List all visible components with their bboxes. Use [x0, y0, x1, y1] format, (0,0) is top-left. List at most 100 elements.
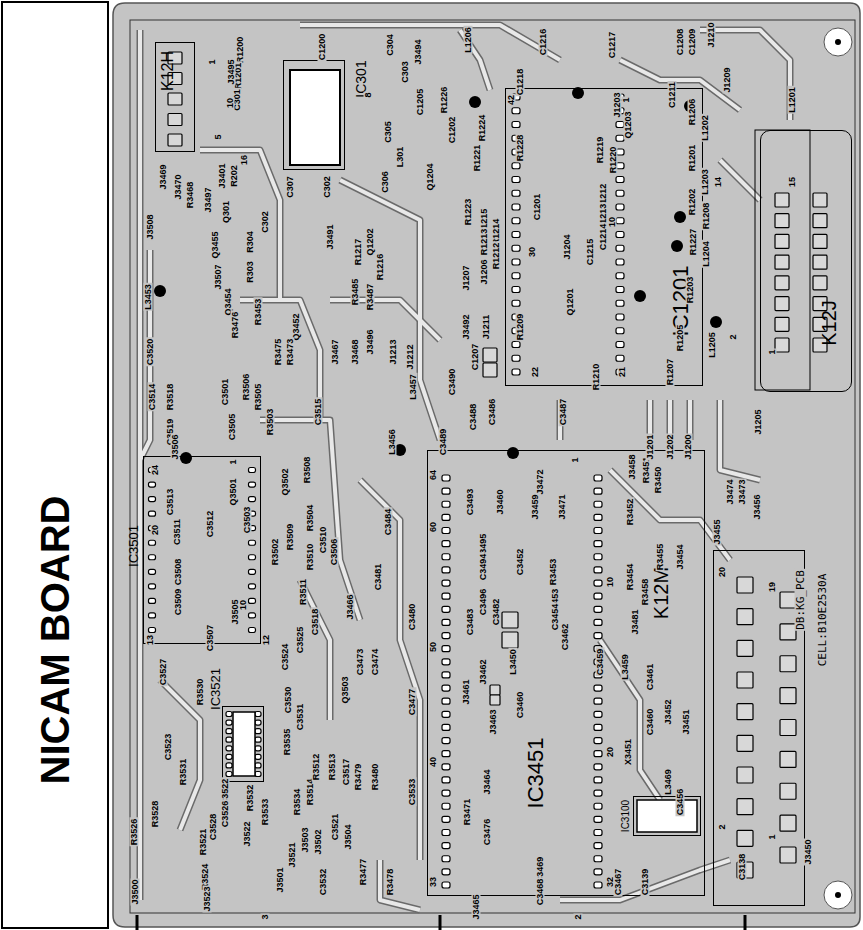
silkscreen-label: 1: [208, 58, 217, 65]
silkscreen-label: J3455: [713, 518, 722, 545]
solder-pad: [442, 685, 450, 691]
ic-body: [233, 712, 255, 776]
solder-pad: [616, 259, 624, 265]
solder-pad: [442, 751, 450, 757]
silkscreen-label: C3515: [314, 398, 323, 427]
silkscreen-label: C3524: [281, 643, 290, 672]
silkscreen-label: C3487: [559, 398, 568, 427]
silkscreen-label: J3504: [344, 823, 353, 850]
silkscreen-label: R3471: [463, 798, 472, 827]
via-dot: [710, 316, 722, 328]
edge-mark: [439, 915, 442, 930]
solder-pad: [442, 790, 450, 796]
silkscreen-label: C3525: [296, 626, 305, 655]
solder-pad: [442, 738, 450, 744]
silkscreen-label: 22: [531, 366, 540, 378]
solder-pad: [149, 482, 156, 487]
silkscreen-label: C3139: [641, 868, 650, 897]
silkscreen-label: R3512: [312, 753, 321, 782]
silkscreen-label: J3473: [738, 478, 747, 505]
silkscreen-label: C3461: [646, 663, 655, 692]
silkscreen-label: C3523: [164, 733, 173, 762]
solder-pad: [168, 114, 182, 126]
solder-pad: [483, 363, 497, 377]
solder-pad: [442, 764, 450, 770]
silkscreen-label: L3456: [388, 428, 397, 456]
silkscreen-label: R3509: [286, 523, 295, 552]
silkscreen-label: C302: [261, 210, 270, 234]
solder-pad: [442, 803, 450, 809]
solder-pad: [594, 554, 602, 560]
silkscreen-label: J3468: [351, 338, 360, 365]
via-dot: [154, 285, 166, 297]
solder-pad: [512, 245, 520, 251]
silkscreen-label: CELL:B10E2530A: [817, 573, 828, 668]
silkscreen-label: J1206: [480, 258, 489, 285]
silkscreen-label: J1203: [613, 91, 622, 118]
silkscreen-label: L3453: [144, 283, 153, 311]
silkscreen-label: R3533: [261, 798, 270, 827]
silkscreen-label: R3531: [179, 758, 188, 787]
trace-outline: [360, 480, 420, 860]
silkscreen-label: 19: [768, 581, 777, 593]
silkscreen-label: R3511: [299, 578, 308, 606]
silkscreen-label: C3477: [408, 688, 417, 717]
copper-trace: [380, 860, 420, 910]
silkscreen-label: R1227: [689, 228, 698, 257]
silkscreen-label: L1203: [701, 168, 710, 196]
solder-pad: [616, 314, 624, 320]
board-title: NICAM BOARD: [35, 496, 75, 785]
solder-pad: [226, 712, 232, 717]
trace-outline: [330, 300, 440, 340]
silkscreen-label: C3513: [166, 488, 175, 517]
silkscreen-label: J3472: [536, 468, 545, 495]
silkscreen-label: 10: [226, 97, 235, 109]
silkscreen-label: R1210: [592, 363, 601, 392]
solder-pad: [442, 843, 450, 849]
silkscreen-label: R1221: [473, 144, 482, 173]
silkscreen-label: 30: [528, 246, 537, 258]
solder-pad: [255, 720, 261, 725]
silkscreen-label: J3494: [414, 38, 423, 65]
silkscreen-label: C3480: [408, 603, 417, 632]
solder-pad: [594, 619, 602, 625]
solder-pad: [512, 355, 520, 361]
solder-pad: [780, 783, 796, 799]
silkscreen-label: 16: [240, 154, 249, 166]
solder-pad: [255, 712, 261, 717]
solder-pad: [775, 338, 789, 352]
silkscreen-label: C3138: [738, 853, 747, 882]
solder-pad: [512, 108, 520, 114]
silkscreen-label: R3514: [306, 778, 315, 807]
silkscreen-label: Q1201: [566, 287, 575, 316]
solder-pad: [442, 633, 450, 639]
silkscreen-label: C3474: [371, 648, 380, 677]
silkscreen-label: R3454: [626, 563, 635, 592]
silkscreen-label: R1219: [596, 136, 605, 165]
silkscreen-label: J3506: [171, 433, 180, 460]
silkscreen-label: 2: [718, 823, 727, 830]
silkscreen-label: R1205: [676, 324, 685, 353]
solder-pad: [249, 598, 256, 603]
silkscreen-label: 13: [146, 634, 155, 646]
solder-pad: [512, 287, 520, 293]
via-dot: [180, 452, 192, 464]
solder-pad: [737, 577, 753, 593]
solder-pad: [594, 593, 602, 599]
silkscreen-label: R3510: [306, 543, 315, 572]
silkscreen-label: J3492: [462, 313, 471, 340]
silkscreen-label: R3453: [254, 298, 263, 327]
silkscreen-label: R3487: [366, 283, 375, 312]
solder-pad: [502, 632, 518, 648]
silkscreen-label: R3452: [626, 498, 635, 527]
silkscreen-label: L1204: [702, 240, 711, 268]
solder-pad: [255, 772, 261, 777]
component-designator: IC3501: [127, 525, 140, 567]
solder-pad: [442, 659, 450, 665]
solder-pad: [442, 711, 450, 717]
silkscreen-label: J3495: [227, 58, 236, 85]
silkscreen-label: R1202: [688, 188, 697, 217]
solder-pad: [442, 869, 450, 875]
solder-pad: [442, 882, 450, 888]
silkscreen-label: C1200: [318, 33, 327, 62]
